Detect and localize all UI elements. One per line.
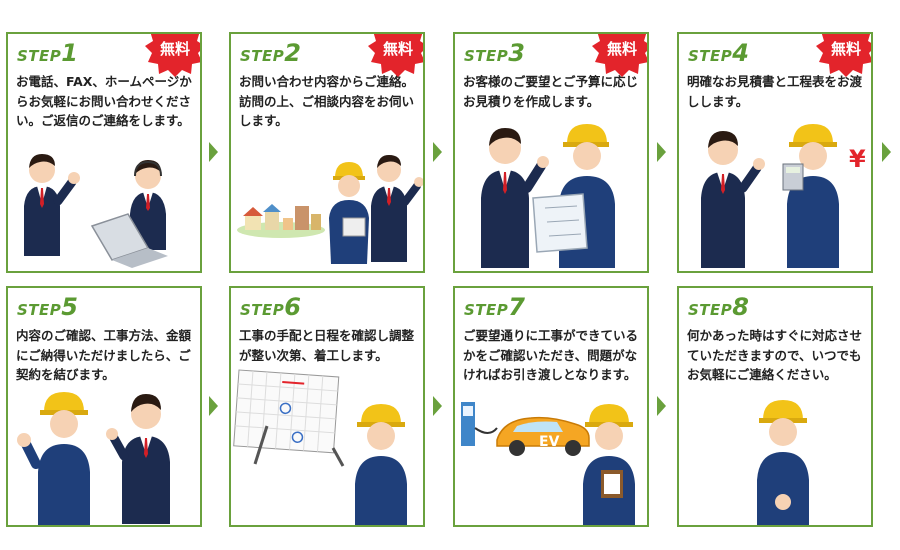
step-4-text: 明確なお見積書と工程表をお渡しします。 — [687, 74, 863, 109]
step-8-illustration — [757, 400, 809, 525]
step-3-title: STEP3 — [464, 39, 526, 67]
arrow-right-icon — [882, 142, 891, 162]
ev-car-icon: EV — [496, 416, 590, 456]
step-2-text: お問い合わせ内容からご連絡。訪問の上、ご相談内容をお伺いします。 — [239, 74, 415, 128]
starburst-icon — [816, 34, 871, 77]
step-6-title: STEP6 — [240, 293, 302, 321]
arrow-right-icon — [657, 396, 666, 416]
starburst-icon — [592, 34, 647, 77]
arrow-right-icon — [657, 142, 666, 162]
step-card-7: STEP7 ご要望通りに工事ができているかをご確認いただき、問題がなければお引き… — [453, 286, 649, 527]
starburst-icon — [368, 34, 423, 77]
step-8-text: 何かあった時はすぐに対応させていただきますので、いつでもお気軽にご連絡ください。 — [687, 328, 863, 382]
arrow-right-icon — [433, 142, 442, 162]
free-badge-2: 無料 — [367, 34, 423, 79]
step-5-text: 内容のご確認、工事方法、金額にご納得いただけましたら、ご契約を結びます。 — [16, 328, 192, 382]
step-7-title: STEP7 — [464, 293, 526, 321]
step-1-text: お電話、FAX、ホームページからお気軽にお問い合わせください。ご返信のご連絡をし… — [16, 74, 192, 128]
step-5-title: STEP5 — [17, 293, 79, 321]
arrow-right-icon — [209, 142, 218, 162]
step-card-5: STEP5 内容のご確認、工事方法、金額にご納得いただけましたら、ご契約を結びま… — [6, 286, 202, 527]
starburst-icon — [145, 34, 200, 77]
step-8-title: STEP8 — [688, 293, 750, 321]
step-7-illustration: EV — [461, 402, 635, 525]
step-3-text: お客様のご要望とご予算に応じお見積りを作成します。 — [463, 74, 639, 109]
step-7-text: ご要望通りに工事ができているかをご確認いただき、問題がなければお引き渡しとなりま… — [463, 328, 639, 382]
step-2-title: STEP2 — [240, 39, 302, 67]
step-1-title: STEP1 — [17, 39, 79, 67]
step-card-8: STEP8 何かあった時はすぐに対応させていただきますので、いつでもお気軽にご連… — [677, 286, 873, 527]
free-badge-1: 無料 — [144, 34, 200, 79]
step-card-6: STEP6 工事の手配と日程を確認し調整が整い次第、着工します。 — [229, 286, 425, 527]
step-4-illustration: ¥ — [701, 124, 866, 268]
step-card-2: STEP2 お問い合わせ内容からご連絡。訪問の上、ご相談内容をお伺いします。 — [229, 32, 425, 273]
step-5-illustration — [17, 392, 170, 525]
step-2-illustration — [237, 155, 423, 264]
step-card-1: STEP1 お電話、FAX、ホームページからお気軽にお問い合わせください。ご返信… — [6, 32, 202, 273]
step-4-title: STEP4 — [688, 39, 750, 67]
free-badge-4: 無料 — [815, 34, 871, 79]
step-card-3: STEP3 お客様のご要望とご予算に応じお見積りを作成します。 無料 — [453, 32, 649, 273]
yen-icon: ¥ — [849, 145, 866, 173]
calendar-icon — [233, 369, 340, 454]
step-6-text: 工事の手配と日程を確認し調整が整い次第、着工します。 — [239, 328, 415, 363]
free-badge-3: 無料 — [591, 34, 647, 79]
arrow-right-icon — [209, 396, 218, 416]
step-3-illustration — [481, 124, 615, 268]
step-6-illustration — [233, 369, 407, 525]
arrow-right-icon — [433, 396, 442, 416]
charger-icon — [461, 402, 498, 446]
step-1-illustration — [24, 154, 168, 268]
step-card-4: STEP4 明確なお見積書と工程表をお渡しします。 ¥ 無料 — [677, 32, 873, 273]
svg-text:EV: EV — [539, 434, 560, 450]
